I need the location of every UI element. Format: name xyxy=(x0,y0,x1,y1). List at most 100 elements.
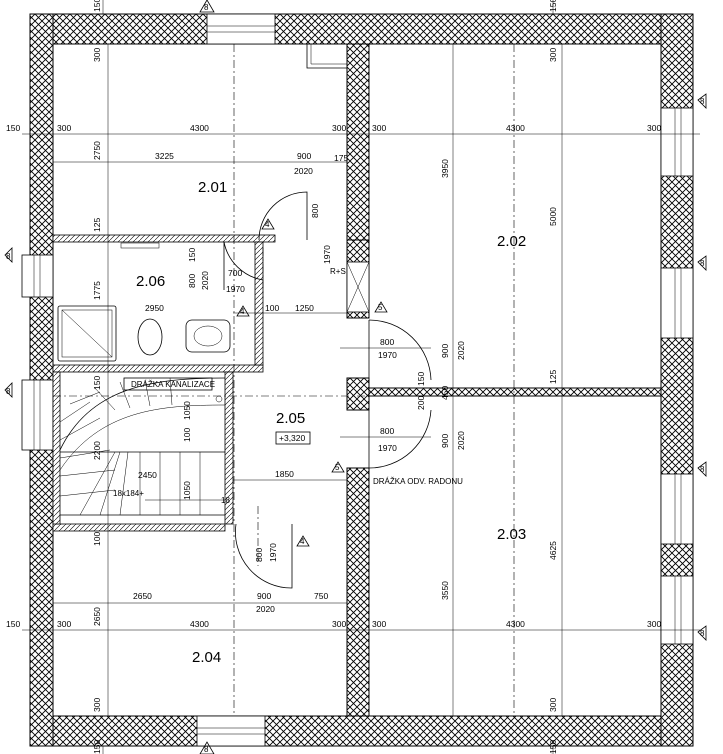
dim-text: 1050 xyxy=(182,481,192,500)
interior-walls xyxy=(52,43,662,717)
dim-text: 2650 xyxy=(92,607,102,626)
dim-text: 1970 xyxy=(378,350,397,360)
dimension-texts: 150 300 4300 300 300 4300 300 3225 900 1… xyxy=(6,123,661,629)
dim-text: 200 xyxy=(416,396,426,410)
riser-note: R+S xyxy=(330,267,346,276)
dim-text: 1050 xyxy=(182,401,192,420)
dim-text: 150 xyxy=(92,0,102,12)
room-2-04-label: 2.04 xyxy=(192,649,221,666)
dim-text: 5000 xyxy=(548,207,558,226)
dim-text: 1970 xyxy=(378,443,397,453)
radon-channel-note: DRÁŽKA ODV. RADONU xyxy=(373,477,463,486)
dim-text: 1970 xyxy=(322,245,332,264)
dim-text: 300 xyxy=(548,48,558,62)
dim-text: 800 xyxy=(254,548,264,562)
dim-text: 150 xyxy=(6,123,20,133)
dim-text: 175 xyxy=(334,153,348,163)
dim-text: 150 xyxy=(548,0,558,12)
dim-text: 100 xyxy=(265,303,279,313)
dim-text: 800 xyxy=(380,337,394,347)
dim-text: 300 xyxy=(548,698,558,712)
bathroom-fixtures xyxy=(57,242,231,362)
section-marks xyxy=(4,0,707,754)
dim-text: 3225 xyxy=(155,151,174,161)
room-2-03-label: 2.03 xyxy=(497,526,526,543)
notes: DRÁŽKA KANALIZACE DRÁŽKA ODV. RADONU 18x… xyxy=(113,267,463,505)
stair-note: 18x184+ xyxy=(113,489,144,498)
sewer-channel-note: DRÁŽKA KANALIZACE xyxy=(131,380,215,389)
section-mark-wc-b: 4 xyxy=(240,307,245,316)
section-mark-door-a: 5 xyxy=(378,303,383,312)
vertical-dimension-texts: 150 150 300 300 2750 800 1970 125 3950 5… xyxy=(92,0,558,754)
dim-text: 800 xyxy=(187,274,197,288)
section-mark-right-a: 8 xyxy=(700,97,705,106)
dim-text: 2020 xyxy=(200,271,210,290)
dim-text: 300 xyxy=(332,619,346,629)
dim-text: 4300 xyxy=(506,123,525,133)
dim-text: 800 xyxy=(310,204,320,218)
dim-text: 150 xyxy=(416,372,426,386)
dim-text: 4300 xyxy=(190,123,209,133)
dim-text: 700 xyxy=(228,268,242,278)
dim-text: 150 xyxy=(187,248,197,262)
section-mark-left-b: 8 xyxy=(6,387,11,396)
dim-text: 150 xyxy=(6,619,20,629)
dim-text: 300 xyxy=(647,123,661,133)
dim-text: 4300 xyxy=(190,619,209,629)
room-2-01-label: 2.01 xyxy=(198,179,227,196)
dim-text: 150 xyxy=(92,740,102,754)
section-mark-bottom: 8 xyxy=(204,745,209,754)
dim-text: 100 xyxy=(182,428,192,442)
dim-text: 300 xyxy=(372,123,386,133)
dim-text: 100 xyxy=(92,532,102,546)
dimension-lines xyxy=(22,0,700,754)
dim-text: 1850 xyxy=(275,469,294,479)
dim-text: 1970 xyxy=(268,543,278,562)
section-mark-right-d: 8 xyxy=(700,629,705,638)
dim-text: 1970 xyxy=(226,284,245,294)
dim-text: 4300 xyxy=(506,619,525,629)
dim-text: 2650 xyxy=(133,591,152,601)
room-2-05-label: 2.05 xyxy=(276,410,305,427)
stair-steps-note: 18 xyxy=(221,496,230,505)
dim-text: 4625 xyxy=(548,541,558,560)
dim-text: 300 xyxy=(647,619,661,629)
dim-text: 2020 xyxy=(256,604,275,614)
dim-text: 150 xyxy=(92,376,102,390)
room-labels: 2.01 2.02 2.03 2.04 2.05 2.06 xyxy=(136,179,526,666)
dim-text: 2750 xyxy=(92,141,102,160)
dim-text: 3550 xyxy=(440,581,450,600)
dim-text: 2020 xyxy=(456,431,466,450)
section-mark-wc-a: 4 xyxy=(265,220,270,229)
dim-text: 300 xyxy=(332,123,346,133)
section-mark-top: 8 xyxy=(204,3,209,12)
section-mark-labels: 8 8 8 8 8 8 8 8 5 5 4 4 4 xyxy=(6,3,705,754)
section-mark-right-b: 8 xyxy=(700,259,705,268)
exterior-walls xyxy=(21,13,694,747)
dim-text: 450 xyxy=(440,386,450,400)
dim-text: 2950 xyxy=(145,303,164,313)
dim-text: 900 xyxy=(297,151,311,161)
dim-text: 1250 xyxy=(295,303,314,313)
dim-text: 900 xyxy=(440,344,450,358)
room-2-02-label: 2.02 xyxy=(497,233,526,250)
dim-text: 900 xyxy=(257,591,271,601)
section-mark-right-c: 8 xyxy=(700,465,705,474)
dim-text: 300 xyxy=(57,123,71,133)
dim-text: 800 xyxy=(380,426,394,436)
level-marker: +3,320 xyxy=(275,431,311,445)
doors xyxy=(223,191,432,589)
section-mark-door-b: 5 xyxy=(335,463,340,472)
dim-text: 300 xyxy=(92,48,102,62)
staircase xyxy=(59,377,226,516)
dim-text: 3950 xyxy=(440,159,450,178)
dim-text: 750 xyxy=(314,591,328,601)
dim-text: 900 xyxy=(440,434,450,448)
dim-text: 125 xyxy=(92,218,102,232)
dim-text: 2020 xyxy=(456,341,466,360)
section-mark-left-a: 8 xyxy=(6,252,11,261)
level-mark-text: +3,320 xyxy=(279,433,306,443)
dim-text: 1775 xyxy=(92,281,102,300)
section-mark-wc-c: 4 xyxy=(300,537,305,546)
